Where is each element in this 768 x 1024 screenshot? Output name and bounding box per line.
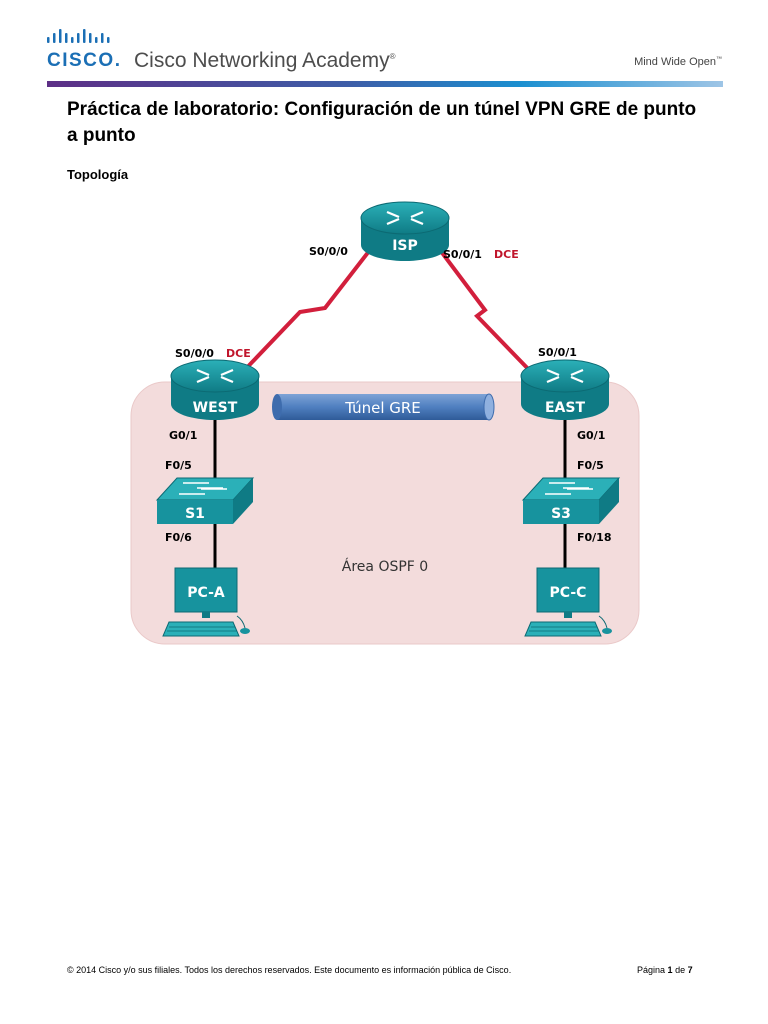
label-east-s001: S0/0/1 (538, 346, 577, 359)
router-west-icon (170, 359, 260, 420)
router-isp-icon (360, 201, 450, 261)
label-s3-f05: F0/5 (577, 459, 604, 472)
label-isp-dce: DCE (494, 248, 519, 261)
network-topology-diagram: ISP WEST EAST Túnel GRE S1 (130, 201, 640, 645)
pc-label-pca: PC-A (187, 585, 225, 601)
pc-c-icon (524, 567, 612, 637)
label-isp-s000: S0/0/0 (309, 245, 348, 258)
ospf-area-label: Área OSPF 0 (342, 558, 428, 575)
label-isp-s001: S0/0/1 (443, 248, 482, 261)
cisco-wordmark: CISCO. (47, 50, 122, 71)
label-west-g01: G0/1 (169, 429, 197, 442)
serial-link-isp-west (235, 244, 375, 380)
router-east-icon (520, 359, 610, 420)
label-s3-f018: F0/18 (577, 531, 612, 544)
gre-tunnel-icon (272, 393, 495, 421)
tagline: Mind Wide Open™ (634, 56, 722, 68)
academy-name: Cisco Networking Academy® (134, 49, 396, 72)
switch-s3-icon (521, 477, 621, 524)
footer-copyright: © 2014 Cisco y/o sus filiales. Todos los… (67, 965, 512, 975)
section-heading-topologia: Topología (67, 167, 129, 182)
pc-a-icon (162, 567, 250, 637)
switch-s1-icon (155, 477, 255, 524)
label-west-s000: S0/0/0 (175, 347, 214, 360)
document-title: Práctica de laboratorio: Configuración d… (67, 99, 697, 146)
page-indicator: Página 1 de 7 (637, 965, 693, 975)
header-divider (47, 81, 723, 87)
ospf-area-zone (130, 381, 640, 645)
tunnel-label: Túnel GRE (344, 399, 421, 417)
router-label-east: EAST (545, 400, 585, 416)
label-s1-f05: F0/5 (165, 459, 192, 472)
router-label-isp: ISP (392, 238, 418, 254)
label-s1-f06: F0/6 (165, 531, 192, 544)
cisco-logo-bars-icon (47, 29, 110, 43)
label-west-dce: DCE (226, 347, 251, 360)
serial-link-isp-east (435, 244, 537, 378)
switch-label-s1: S1 (185, 506, 205, 522)
label-east-g01: G0/1 (577, 429, 605, 442)
router-label-west: WEST (193, 400, 238, 416)
pc-label-pcc: PC-C (550, 585, 587, 601)
switch-label-s3: S3 (551, 506, 571, 522)
